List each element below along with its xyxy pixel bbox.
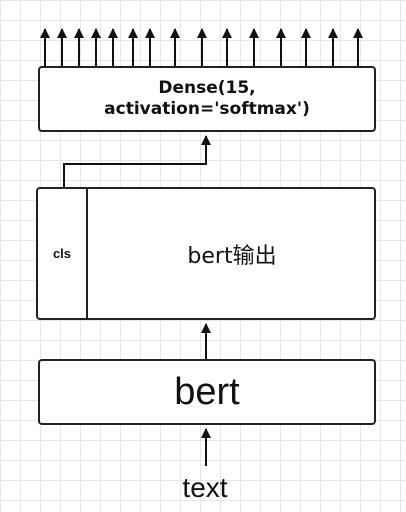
bert-output-label: bert输出 xyxy=(187,243,277,269)
dense-layer-box xyxy=(38,66,376,132)
bert-output-box xyxy=(36,187,376,320)
cls-label: cls xyxy=(52,246,72,261)
bert-box xyxy=(38,359,376,425)
cls-to-dense-arrow xyxy=(63,135,211,187)
bert-label: bert xyxy=(174,370,240,413)
dense-layer-label: Dense(15, activation='softmax') xyxy=(104,78,310,119)
output-arrows xyxy=(40,28,363,66)
text-input-label: text xyxy=(182,472,228,503)
cls-divider xyxy=(86,187,88,320)
